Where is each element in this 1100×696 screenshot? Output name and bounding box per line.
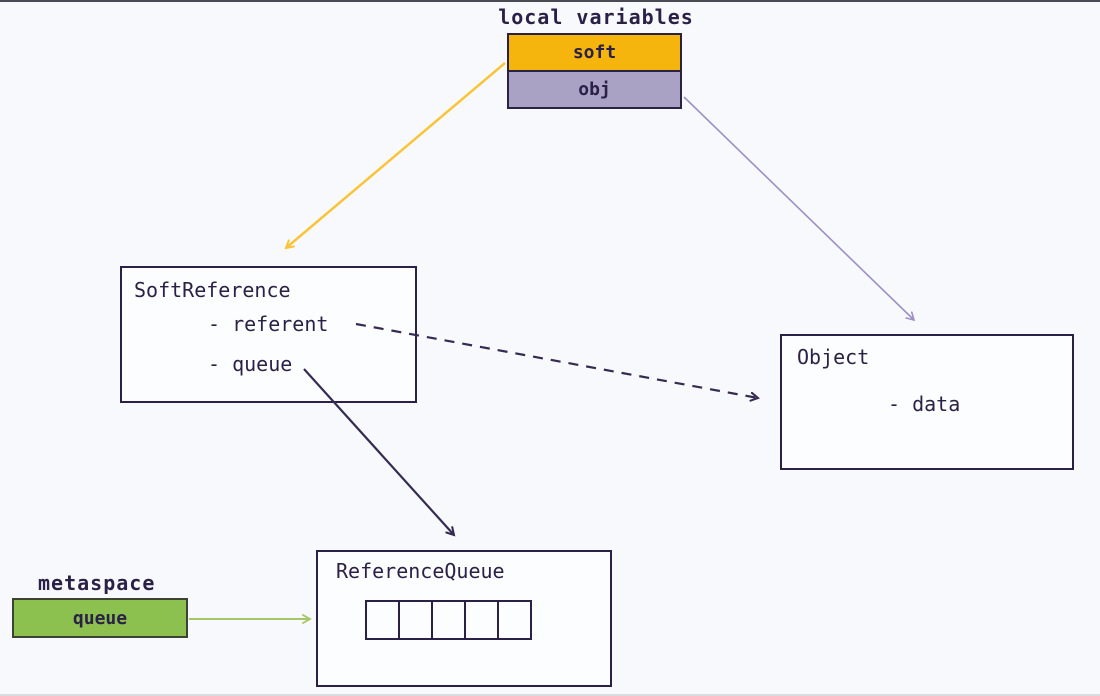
arrow-soft-to-softreference xyxy=(284,62,506,250)
queue-cell xyxy=(497,600,532,640)
queue-cell xyxy=(365,600,400,640)
soft-reference-title: SoftReference xyxy=(134,278,291,302)
local-variables-stack: soft obj xyxy=(507,33,682,109)
queue-cell xyxy=(431,600,466,640)
frame-bottom-edge xyxy=(0,694,1100,696)
soft-reference-node: SoftReference - referent - queue xyxy=(120,266,417,403)
object-node: Object - data xyxy=(780,334,1074,470)
soft-reference-field-referent: - referent xyxy=(208,312,329,336)
frame-top-edge xyxy=(0,0,1100,2)
arrow-obj-to-object xyxy=(683,96,916,322)
reference-queue-title: ReferenceQueue xyxy=(336,559,505,583)
reference-queue-node: ReferenceQueue xyxy=(316,550,612,687)
object-field-data: - data xyxy=(888,392,961,416)
queue-cell xyxy=(398,600,433,640)
metaspace-label: metaspace xyxy=(38,571,156,595)
queue-cells xyxy=(365,600,532,640)
soft-reference-field-queue: - queue xyxy=(208,352,293,376)
object-title: Object xyxy=(797,345,870,369)
queue-cell xyxy=(464,600,499,640)
stack-row-soft: soft xyxy=(507,33,682,72)
local-variables-label: local variables xyxy=(498,5,694,29)
metaspace-queue-box: queue xyxy=(12,598,188,638)
stack-row-obj: obj xyxy=(507,70,682,109)
